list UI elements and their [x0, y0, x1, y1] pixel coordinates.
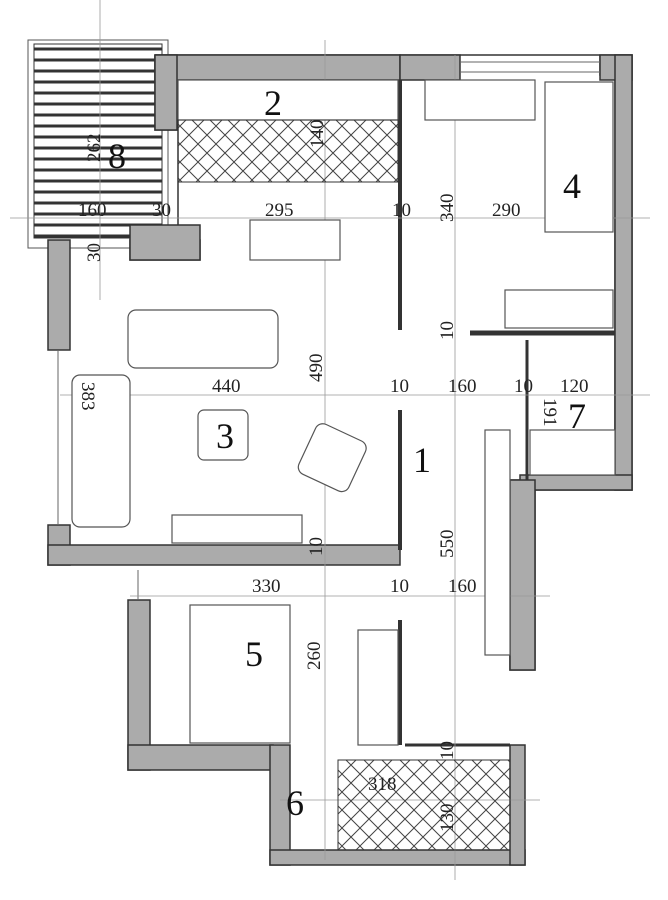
- wardrobe-bedroom: [357, 629, 399, 746]
- dim-kitchen-depth: 140: [307, 120, 328, 149]
- room-label-8: 8: [108, 136, 126, 176]
- dim-sofa-length: 383: [77, 382, 98, 411]
- double-bed: [189, 604, 291, 744]
- dim-living-width: 440: [212, 376, 241, 397]
- dim-balcony-length: 262: [84, 134, 105, 163]
- room-labels: 1 2 3 4 5 6 7 8: [108, 83, 586, 823]
- furniture: [71, 79, 616, 851]
- wardrobe-hall: [484, 429, 511, 656]
- sofa: [127, 309, 279, 369]
- desk: [424, 79, 536, 121]
- kitchen-counter: [177, 79, 399, 121]
- room-label-2: 2: [264, 83, 282, 123]
- room-label-5: 5: [245, 634, 263, 674]
- dim-balcony-width: 160: [78, 200, 107, 221]
- armchair: [297, 423, 367, 493]
- dim-room4-width: 290: [492, 200, 521, 221]
- balcony: [27, 39, 169, 249]
- dim-bath-height: 130: [437, 804, 458, 833]
- dim-kitchen-width: 295: [265, 200, 294, 221]
- sofa-side: [71, 374, 131, 528]
- room-label-4: 4: [563, 166, 581, 206]
- bed-single: [544, 81, 614, 233]
- dim-wall-30b: 30: [84, 243, 105, 262]
- dim-closet-depth: 191: [539, 398, 560, 427]
- dining-table: [249, 219, 341, 261]
- dim-wall-10c: 10: [390, 376, 409, 397]
- dim-wall-10f: 10: [390, 576, 409, 597]
- bath-tiles: [337, 759, 511, 851]
- dim-bath-width: 318: [368, 774, 397, 795]
- dim-room4-height: 340: [437, 194, 458, 223]
- room-label-7: 7: [568, 396, 586, 436]
- room-label-3: 3: [216, 416, 234, 456]
- walls: [47, 54, 633, 866]
- coffee-table: [197, 409, 249, 461]
- dim-wall-10g: 10: [437, 741, 458, 760]
- dim-bedroom-height: 260: [304, 642, 325, 671]
- wardrobe-room4: [504, 289, 614, 329]
- dim-hall-width-2: 160: [448, 576, 477, 597]
- room-label-6: 6: [286, 783, 304, 823]
- dim-wall-30a: 30: [152, 200, 171, 221]
- dim-wall-10b: 10: [437, 321, 458, 340]
- kitchen-floor-tiles: [177, 119, 399, 183]
- tv-unit: [171, 514, 303, 544]
- dim-wall-10d: 10: [514, 376, 533, 397]
- dim-wall-10e: 10: [306, 537, 327, 556]
- dim-wall-10a: 10: [392, 200, 411, 221]
- dim-hall-width: 160: [448, 376, 477, 397]
- dimension-labels: 262 160 30 30 140 295 10 340 290 10 440 …: [77, 120, 589, 833]
- dim-hall-length: 550: [437, 530, 458, 559]
- dim-closet-width: 120: [560, 376, 589, 397]
- closet-7: [529, 429, 616, 476]
- room-label-1: 1: [413, 440, 431, 480]
- dim-bedroom-width: 330: [252, 576, 281, 597]
- dim-living-height: 490: [306, 354, 327, 383]
